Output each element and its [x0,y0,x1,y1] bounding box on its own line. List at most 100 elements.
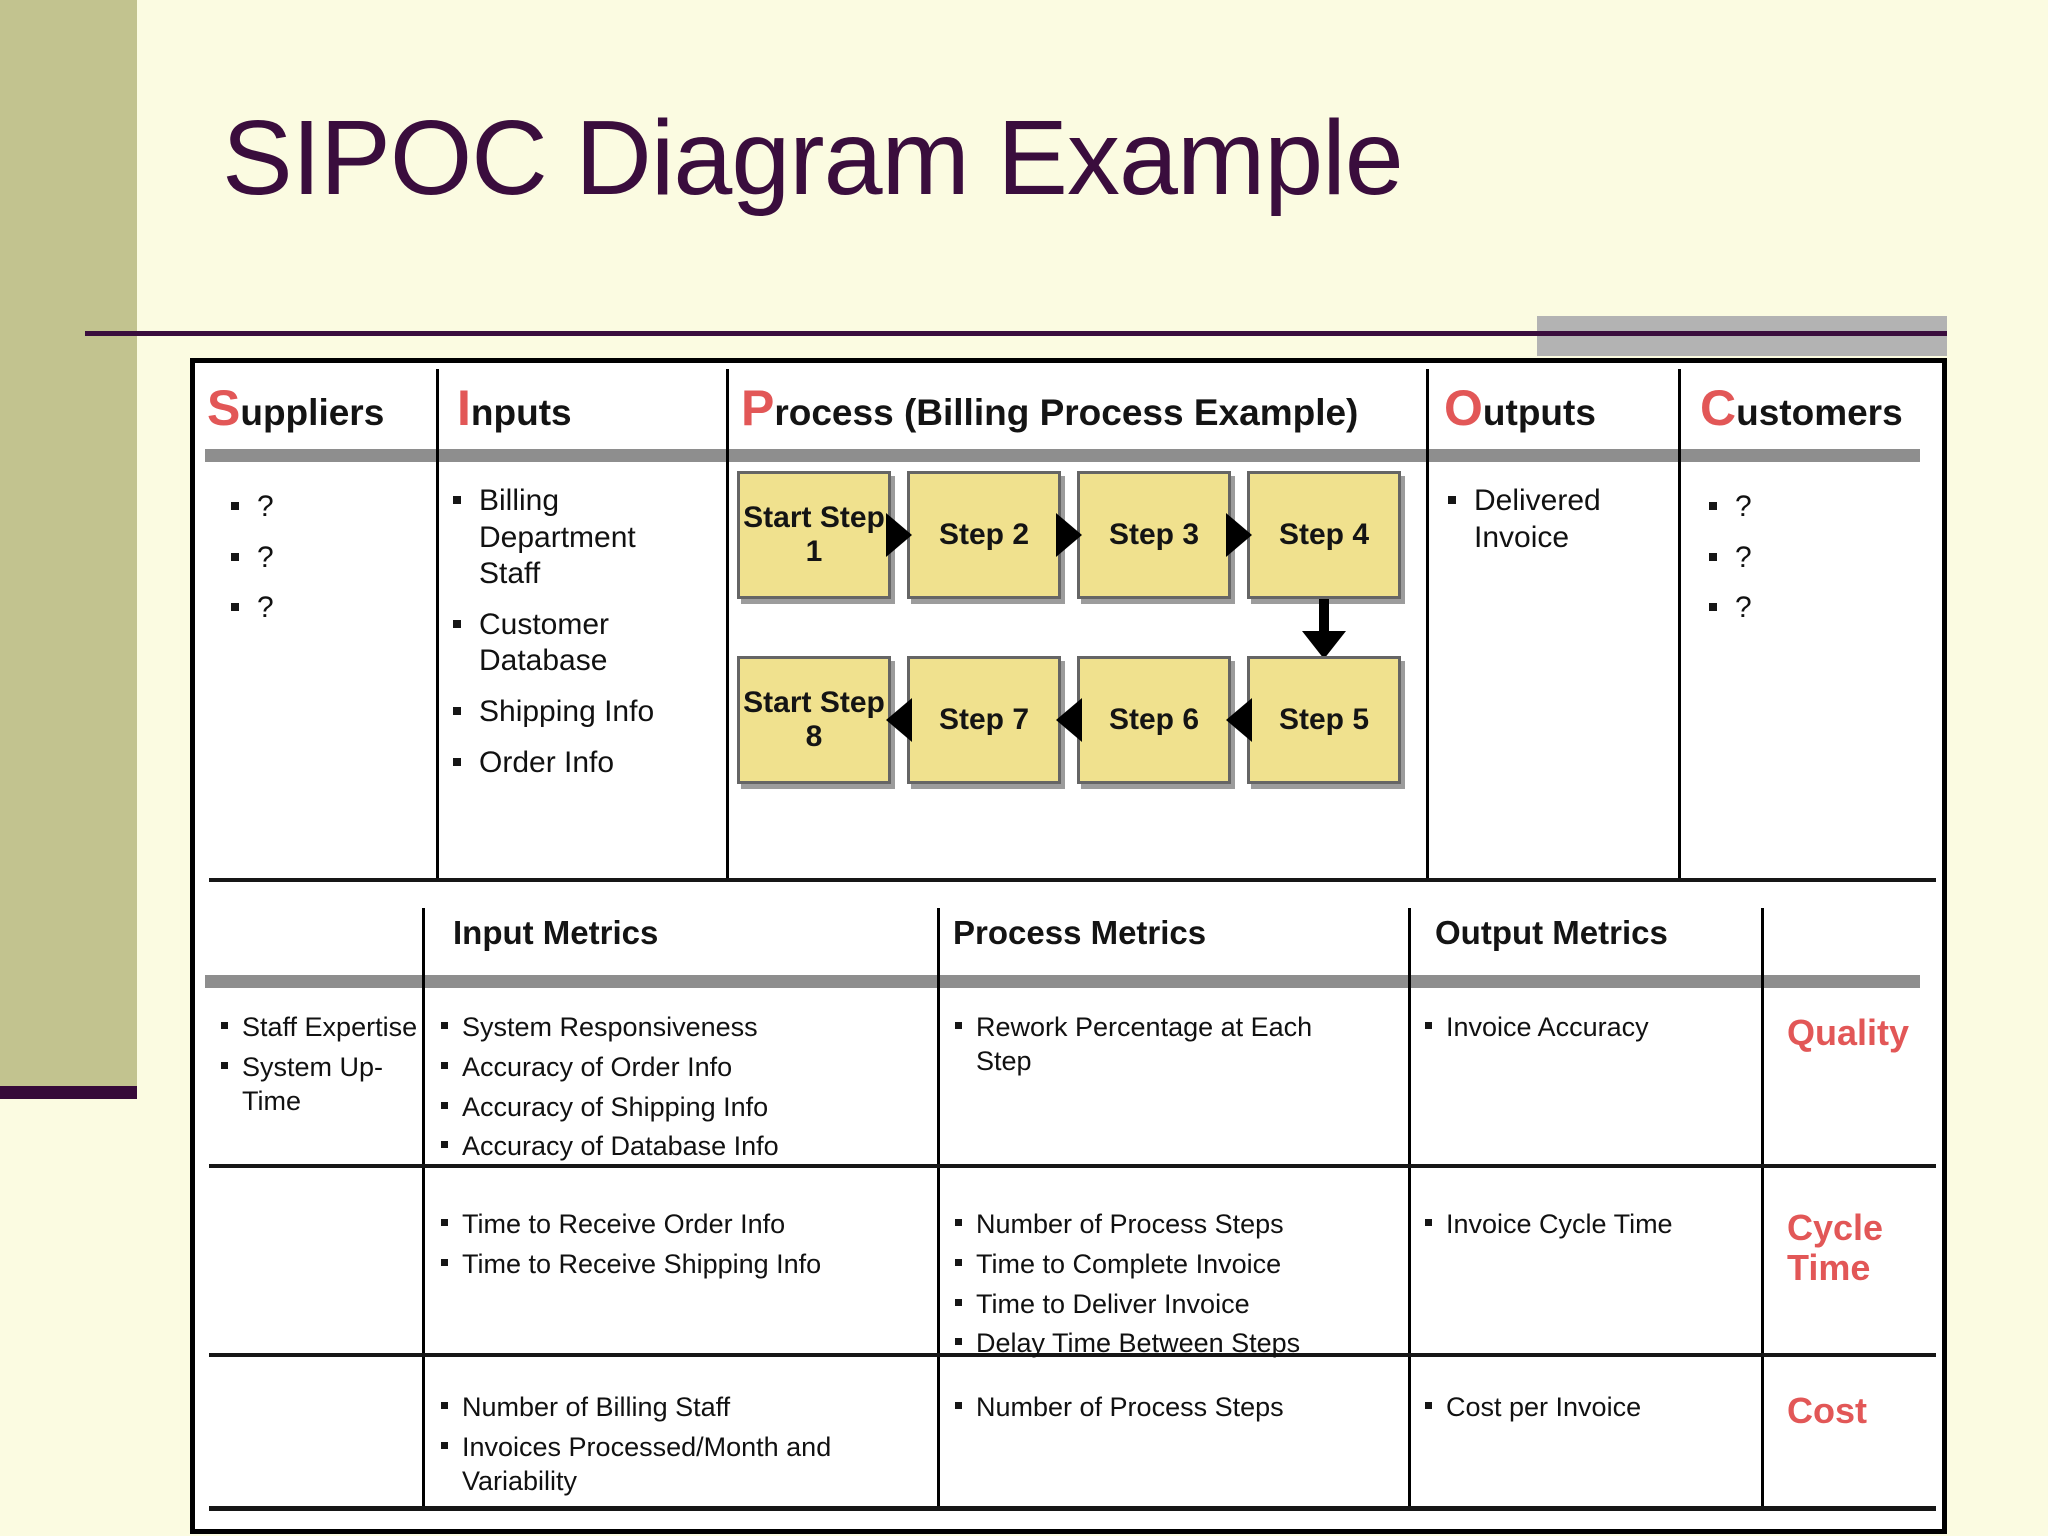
bullet-icon [1425,1402,1432,1409]
list-item-text: System Responsiveness [462,1012,758,1042]
category-label-cycle-time: Cycle Time [1787,1207,1884,1289]
list-item-text: ? [1735,591,1752,625]
list-item-text: Customer Database [479,607,610,678]
process-metrics-list: Number of Process Steps [955,1391,1375,1431]
process-step-box: Step 3 [1077,471,1231,599]
column-divider [1678,369,1681,878]
title-underline [85,331,1947,336]
column-divider [1408,908,1411,1511]
bullet-icon [231,603,239,612]
down-arrow-icon [1302,631,1346,659]
process-step-box: Step 7 [907,656,1061,784]
category-label-cost: Cost [1787,1390,1867,1431]
list-item-text: ? [257,540,274,574]
list-item: Accuracy of Database Info [441,1130,911,1164]
process-metrics-list: Number of Process Steps Time to Complete… [955,1208,1375,1367]
list-item-text: Delay Time Between Steps [976,1328,1301,1359]
list-item: ? [1709,489,1909,526]
list-item-text: Accuracy of Order Info [462,1051,733,1082]
outputs-header: Outputs [1444,379,1596,437]
sidebar-accent-band [0,0,137,1086]
list-item: ? [1709,540,1909,577]
bullet-icon [231,552,239,561]
list-item: Invoices Processed/Month and Variability [441,1431,881,1499]
row-divider [209,1164,1936,1168]
flow-arrow-right-icon [1226,513,1252,557]
output-metrics-list: Invoice Accuracy [1425,1011,1745,1051]
list-item: ? [231,489,411,526]
list-item: ? [1709,590,1909,627]
list-item: System Up-Time [221,1051,421,1119]
outputs-initial: O [1444,380,1483,436]
process-step-box: Step 5 [1247,656,1401,784]
list-item: Staff Expertise [221,1011,421,1045]
input-metrics-list: Number of Billing Staff Invoices Process… [441,1391,881,1504]
list-item: Order Info [453,745,703,782]
list-item-text: Shipping Info [479,694,655,728]
customers-header: Customers [1700,379,1903,437]
list-item: Shipping Info [453,694,703,731]
list-item: Number of Billing Staff [441,1391,881,1425]
input-metrics-list: Time to Receive Order Info Time to Recei… [441,1208,911,1288]
list-item-text: ? [1735,490,1752,523]
bullet-icon [1448,496,1456,504]
input-metrics-header: Input Metrics [453,914,659,951]
list-item-text: Rework Percentage at Each Step [976,1012,1313,1076]
list-item: Billing Department Staff [453,483,703,593]
input-metrics-list: System Responsiveness Accuracy of Order … [441,1011,911,1170]
bullet-icon [441,1219,448,1226]
list-item-text: ? [1735,540,1752,574]
section-divider [209,878,1936,882]
list-item: Cost per Invoice [1425,1391,1745,1425]
process-step-box: Step 2 [907,471,1061,599]
list-item: Rework Percentage at Each Step [955,1011,1335,1079]
process-label: rocess (Billing Process Example) [774,392,1359,433]
process-initial: P [741,380,775,436]
bullet-icon [955,1298,962,1306]
slide-title: SIPOC Diagram Example [222,99,1404,217]
column-divider [726,369,729,878]
row-label-list: Staff Expertise System Up-Time [221,1011,421,1124]
bullet-icon [221,1022,228,1029]
list-item-text: Time to Deliver Invoice [976,1288,1250,1319]
process-step-box: Step 4 [1247,471,1401,599]
output-metrics-list: Cost per Invoice [1425,1391,1745,1431]
list-item: Time to Receive Order Info [441,1208,911,1242]
list-item-text: Time to Complete Invoice [976,1248,1282,1279]
customers-label: ustomers [1736,392,1903,433]
process-metrics-header: Process Metrics [953,914,1207,951]
bullet-icon [1709,603,1717,612]
list-item-text: ? [257,490,274,523]
inputs-header: Inputs [457,379,572,437]
sipoc-header-underline [205,449,1920,462]
metrics-bottom-border [209,1506,1936,1511]
list-item: ? [231,540,411,577]
gray-accent-rect [1537,316,1947,356]
list-item: Invoice Cycle Time [1425,1208,1745,1242]
inputs-label: nputs [470,392,572,433]
list-item-text: Staff Expertise [242,1012,418,1042]
sidebar-purple-bar [0,1086,137,1099]
bullet-icon [231,502,239,510]
list-item-text: Billing Department Staff [479,484,636,591]
column-divider [1426,369,1429,878]
list-item-text: Delivered Invoice [1474,484,1601,554]
metrics-header-underline [205,975,1920,988]
bullet-icon [221,1061,228,1069]
suppliers-header: Suppliers [207,379,384,437]
bullet-icon [955,1402,962,1409]
list-item-text: Accuracy of Database Info [462,1131,779,1162]
flow-arrow-right-icon [886,513,912,557]
list-item: ? [231,590,411,627]
list-item-text: Time to Receive Shipping Info [462,1248,822,1279]
column-divider [422,908,425,1511]
process-metrics-list: Rework Percentage at Each Step [955,1011,1335,1085]
column-divider [1761,908,1764,1511]
list-item-text: Number of Process Steps [976,1392,1284,1422]
bullet-icon [441,1141,448,1149]
flow-arrow-right-icon [1056,513,1082,557]
customers-list: ? ? ? [1709,489,1909,641]
flow-arrow-left-icon [1056,698,1082,742]
list-item-text: Invoices Processed/Month and Variability [462,1431,832,1496]
list-item-text: Number of Billing Staff [462,1392,731,1422]
